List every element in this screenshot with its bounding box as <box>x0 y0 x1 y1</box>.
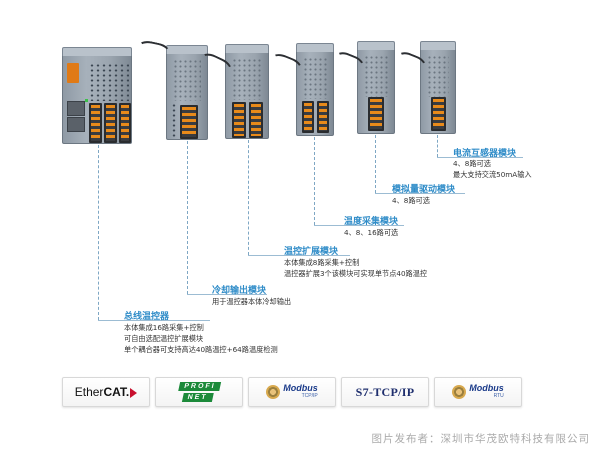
vent-grille <box>364 55 388 97</box>
analog-drive-title: 模拟量驱动模块 <box>392 185 456 195</box>
leader-line-tempctl <box>248 140 249 255</box>
leader-underline-temp <box>314 225 404 226</box>
terminal-block <box>317 101 329 133</box>
bus-controller-desc-2: 可自由选配温控扩展模块 <box>124 334 204 343</box>
module-cap <box>420 41 456 50</box>
leader-line-analog <box>375 135 376 193</box>
module-cap <box>166 45 208 54</box>
indicator-leds <box>89 63 129 101</box>
leader-underline-analog <box>375 193 465 194</box>
temperature-acquisition-desc-1: 4、8、16路可选 <box>344 228 399 237</box>
terminal-block <box>232 102 246 138</box>
profinet-wordmark: PROFI NET <box>176 381 222 403</box>
terminal-block <box>104 103 117 143</box>
power-connector <box>67 63 79 83</box>
current-transformer-desc-1: 4、8路可选 <box>453 159 491 168</box>
ethercat-wordmark: EtherCAT. <box>74 385 138 399</box>
leader-line-temp <box>314 137 315 225</box>
leader-underline-cooling <box>187 294 267 295</box>
modbus-tcp-logo: Modbus TCP/IP <box>248 377 336 407</box>
current-transformer-title: 电流互感器模块 <box>453 149 517 159</box>
profinet-logo: PROFI NET <box>155 377 243 407</box>
vent-grille <box>303 57 327 99</box>
ethercat-logo: EtherCAT. <box>62 377 150 407</box>
temp-control-expansion-title: 温控扩展模块 <box>284 247 339 257</box>
module-cap <box>296 43 334 52</box>
leader-line-bus <box>98 145 99 320</box>
ethercat-arrow-icon <box>130 387 138 398</box>
indicator-leds <box>171 103 177 137</box>
leader-underline-current <box>437 157 523 158</box>
bus-controller-title: 总线温控器 <box>124 312 170 322</box>
terminal-block <box>302 101 314 133</box>
ethernet-port-2 <box>67 117 85 132</box>
status-led-green <box>85 99 88 102</box>
leader-underline-bus <box>98 320 210 321</box>
temperature-acquisition-title: 温度采集模块 <box>344 217 399 227</box>
terminal-block <box>180 105 198 139</box>
modbus-gear-icon <box>266 385 281 399</box>
current-transformer-module <box>420 41 456 134</box>
terminal-block <box>89 103 102 143</box>
profinet-text-top: PROFI <box>178 382 222 391</box>
vent-grille <box>427 55 449 97</box>
cooling-output-desc-1: 用于温控器本体冷却输出 <box>212 297 292 306</box>
vent-grille <box>173 59 201 101</box>
terminal-block <box>431 97 446 131</box>
ethercat-text-cat: CAT <box>103 385 126 399</box>
cooling-output-title: 冷却输出模块 <box>212 286 267 296</box>
s7-tcpip-label: S7-TCP/IP <box>355 384 415 399</box>
profinet-text-bottom: NET <box>181 393 214 402</box>
leader-line-current <box>437 135 438 157</box>
terminal-block <box>368 97 384 131</box>
ethernet-port-1 <box>67 101 85 116</box>
modbus-gear-icon <box>452 385 467 399</box>
temperature-acquisition-module <box>296 43 334 136</box>
module-cap <box>357 41 395 50</box>
analog-drive-desc-1: 4、8路可选 <box>392 196 430 205</box>
current-transformer-desc-2: 最大支持交流50mA输入 <box>453 170 532 179</box>
cooling-output-module <box>166 45 208 140</box>
leader-line-cooling <box>187 141 188 294</box>
leader-underline-tempctl <box>248 255 350 256</box>
bus-controller-module <box>62 47 132 144</box>
modbus-rtu-logo: Modbus RTU <box>434 377 522 407</box>
temp-control-expansion-desc-1: 本体集成8路采集+控制 <box>284 258 360 267</box>
bus-controller-desc-3: 单个耦合器可支持高达40路温控+64路温度检测 <box>124 345 278 354</box>
temp-control-expansion-desc-2: 温控器扩展3个该模块可实现单节点40路温控 <box>284 269 428 278</box>
ethercat-text-ether: Ether <box>74 385 104 399</box>
modbus-rtu-sub: RTU <box>493 393 504 399</box>
analog-drive-module <box>357 41 395 134</box>
terminal-block <box>249 102 263 138</box>
modbus-tcp-sub: TCP/IP <box>301 393 318 399</box>
vent-grille <box>232 58 262 100</box>
module-cap <box>225 44 269 53</box>
bus-controller-desc-1: 本体集成16路采集+控制 <box>124 323 204 332</box>
image-credit: 图片发布者：深圳市华茂欧特科技有限公司 <box>371 433 590 445</box>
terminal-block <box>119 103 131 143</box>
modbus-rtu-name: Modbus <box>469 383 504 393</box>
module-cap <box>62 47 132 56</box>
s7-tcpip-logo: S7-TCP/IP <box>341 377 429 407</box>
modbus-tcp-name: Modbus <box>283 383 318 393</box>
temp-control-expansion-module <box>225 44 269 139</box>
ethercat-text-dot: . <box>125 385 130 399</box>
